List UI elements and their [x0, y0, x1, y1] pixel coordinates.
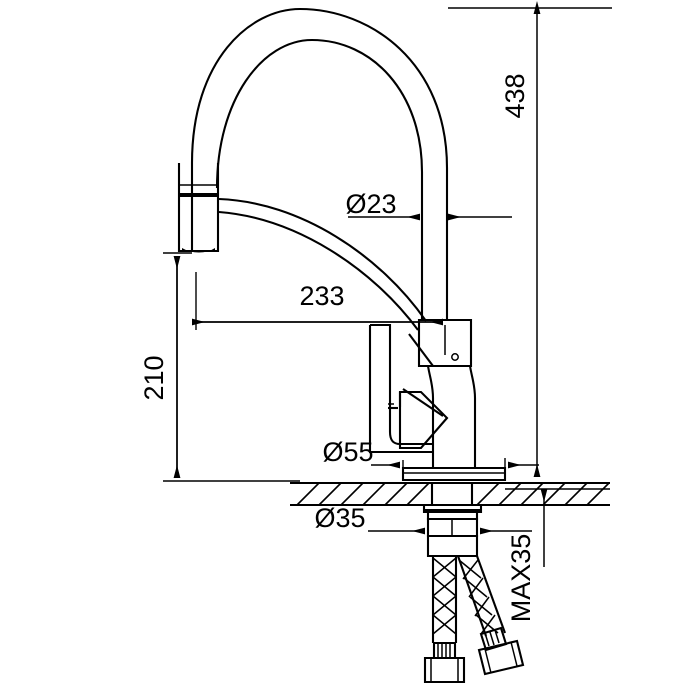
dimension-spout-height: 210	[139, 252, 300, 482]
supply-hose-left	[423, 556, 466, 684]
spout-underline	[218, 197, 427, 331]
dimension-pipe-diameter: Ø23	[345, 189, 512, 221]
dimension-overall-height: 438	[448, 1, 612, 477]
dimension-label-d35: Ø35	[314, 503, 365, 533]
lever-handle	[368, 323, 449, 454]
dimension-label-233: 233	[299, 281, 344, 311]
supply-hose-right	[457, 555, 525, 676]
dimension-label-d23: Ø23	[345, 189, 396, 219]
dimension-label-max35: MAX35	[506, 534, 536, 623]
dimension-max-counter-thickness: MAX35	[505, 488, 610, 623]
dimension-reach: 233	[192, 272, 443, 330]
dimension-label-438: 438	[500, 73, 530, 118]
mounting-nut	[422, 503, 483, 558]
dimension-label-210: 210	[139, 355, 169, 400]
dimension-shank-diameter: Ø35	[314, 503, 532, 535]
gooseneck-spout	[190, 7, 449, 320]
dimension-base-diameter: Ø55	[322, 437, 539, 471]
escutcheon	[401, 466, 507, 482]
dimension-label-d55: Ø55	[322, 437, 373, 467]
countertop	[290, 481, 610, 507]
spray-head	[177, 163, 220, 253]
